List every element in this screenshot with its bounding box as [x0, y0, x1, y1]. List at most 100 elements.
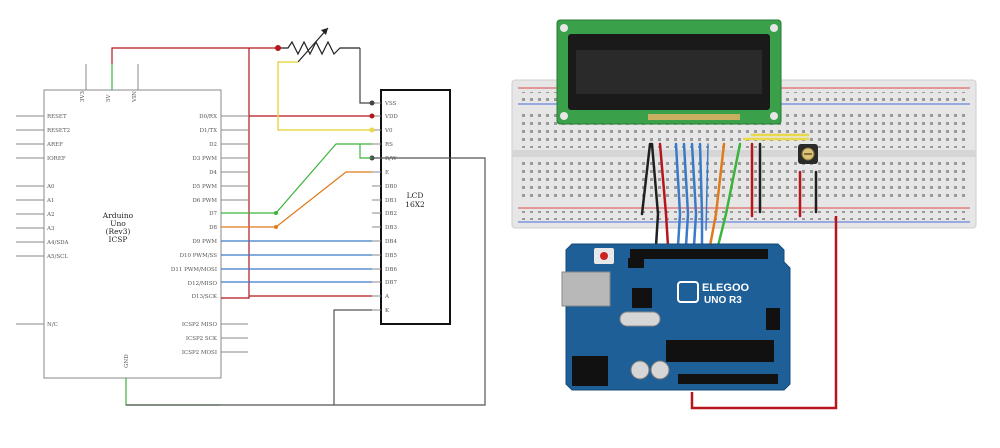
pin-label-d4: D4 [209, 170, 217, 176]
breadboard-bottom-rail-holes [520, 211, 968, 220]
breadboard-center-gap [512, 150, 976, 157]
wire-black-gnd [650, 142, 660, 248]
pin-label-d9: D9 PWM [192, 239, 217, 245]
pin-label-d5: D5 PWM [192, 184, 217, 190]
lcd-pin-vss: VSS [384, 101, 397, 107]
lcd-pin-db7: DB7 [385, 280, 397, 286]
pin-label-a3: A3 [46, 226, 55, 232]
schematic: Arduino Uno (Rev3) ICSP 3V3 5V VIN RESET… [16, 27, 486, 406]
pin-label-icsp2-miso: ICSP2 MISO [182, 322, 218, 328]
lcd-pin-db4: DB4 [385, 239, 397, 245]
pin-label-aref: AREF [46, 142, 63, 148]
arduino-top-pins: 3V3 5V VIN [80, 64, 139, 103]
breadboard-lower-holes [520, 160, 968, 200]
lcd-pin-labels: VSS VDD V0 RS R/W E DB0 DB1 DB2 DB3 DB4 … [384, 101, 398, 314]
arduino-left-pin-labels: RESET RESET2 AREF IOREF A0 A1 A2 A3 A4/S… [46, 114, 70, 328]
lcd-pin-vdd: VDD [384, 114, 398, 120]
analog-power-header [678, 374, 778, 384]
pin-label-d0: D0/RX [199, 114, 217, 120]
wire-red-5v [658, 142, 670, 248]
junction-vss [369, 100, 375, 106]
lcd-schematic-title: LCD [407, 191, 424, 200]
lcd-pin-db5: DB5 [385, 253, 397, 259]
pin-label-3v3: 3V3 [80, 91, 86, 102]
potentiometer-symbol [275, 27, 360, 63]
schematic-orange-wire [221, 171, 372, 228]
breadboard-potentiometer [798, 144, 818, 164]
wire-blue-4 [698, 142, 704, 248]
lcd-left-pins [372, 102, 381, 311]
lcd-pin-a: A [384, 294, 390, 300]
lcd-pin-rw: R/W [385, 156, 397, 162]
board-brand: ELEGOO [702, 282, 750, 294]
power-jack [572, 356, 608, 386]
arduino-name-label: Arduino Uno (Rev3) ICSP [102, 211, 134, 244]
lcd-mount-hole-2 [770, 24, 778, 32]
lcd-mount-hole-4 [770, 112, 778, 120]
schematic-ground-wires [126, 157, 486, 406]
pin-label-a0: A0 [46, 184, 55, 190]
lcd-module [556, 19, 782, 125]
lcd-pin-v0: V0 [384, 128, 393, 134]
arduino-left-pins [16, 115, 44, 325]
lcd-header-pins [648, 114, 740, 120]
pin-label-reset: RESET [47, 114, 67, 120]
wire-blue-2 [682, 142, 690, 248]
capacitor-2 [650, 360, 670, 380]
pin-label-icsp2-mosi: ICSP2 MOSI [182, 350, 217, 356]
junction-d8 [274, 225, 278, 229]
pin-label-5v: 5V [106, 94, 112, 102]
digital-header [630, 249, 768, 259]
icsp-header-small [628, 258, 644, 268]
lcd-schematic-subtitle: 16X2 [405, 200, 425, 209]
junction-d7 [274, 211, 278, 215]
junction-v0 [369, 127, 375, 133]
pin-label-a4-sda: A4/SDA [46, 240, 70, 246]
arduino-schematic-body [43, 89, 222, 379]
lcd-mount-hole-3 [560, 112, 568, 120]
lcd-schematic-body [380, 89, 451, 325]
lcd-pin-db2: DB2 [385, 211, 397, 217]
reset-button-cap [600, 252, 608, 260]
wire-orange-e [708, 142, 726, 248]
elegoo-logo-mark [677, 281, 699, 303]
arduino-name-line-1: Arduino [102, 211, 134, 220]
lcd-pin-db6: DB6 [385, 267, 397, 273]
pin-label-d10: D10 PWM/SS [180, 253, 218, 259]
pin-label-reset2: RESET2 [47, 128, 70, 134]
arduino-name-line-4: ICSP [109, 235, 128, 244]
pin-label-nc: N/C [47, 322, 58, 328]
pin-label-d12: D12/MISO [188, 281, 218, 287]
schematic-yellow-wire [277, 61, 372, 131]
usb-chip [632, 288, 652, 308]
pin-label-a1: A1 [46, 198, 54, 204]
wire-red-power-loop [690, 216, 838, 410]
wire-blue-extra [705, 143, 709, 231]
lcd-pin-rs: RS [385, 142, 393, 148]
board-model: UNO R3 [704, 295, 742, 306]
usb-connector [561, 271, 611, 307]
pin-label-d8: D8 [209, 225, 217, 231]
breadboard-assembly: ELEGOO UNO R3 [511, 19, 977, 410]
wire-green-rs [716, 142, 742, 248]
junction-vdd [369, 113, 375, 119]
pin-label-d11: D11 PWM/MOSI [171, 267, 217, 273]
pin-label-d6: D6 PWM [192, 198, 217, 204]
arduino-board: ELEGOO UNO R3 [561, 243, 791, 391]
lcd-pin-e: E [385, 170, 389, 176]
pin-label-d7: D7 [209, 211, 217, 217]
schematic-blue-wires [221, 240, 372, 283]
pin-label-vin: VIN [132, 91, 138, 103]
lcd-to-arduino-wires [650, 142, 742, 248]
arduino-right-pins [221, 115, 248, 353]
pin-label-icsp2-sck: ICSP2 SCK [186, 336, 218, 342]
lcd-mount-hole-1 [560, 24, 568, 32]
arduino-name-line-3: (Rev3) [106, 227, 131, 236]
pin-label-d2: D2 [209, 142, 217, 148]
jumper-black-lcd [640, 142, 652, 216]
lcd-pin-k: K [385, 308, 390, 314]
lcd-pin-db0: DB0 [385, 184, 397, 190]
lcd-pin-db1: DB1 [385, 198, 397, 204]
breadboard-jumpers [640, 133, 818, 218]
